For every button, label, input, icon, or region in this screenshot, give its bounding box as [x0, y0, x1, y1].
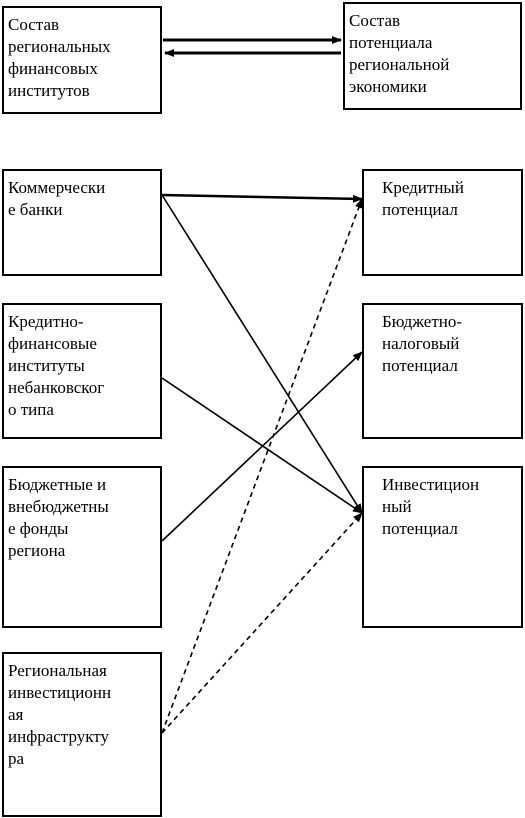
connector-funds-to-budget	[161, 351, 363, 542]
connector-nonbank-to-invest	[161, 377, 363, 514]
box-investment-infrastructure: Региональная инвестиционн ая инфраструкт…	[2, 652, 162, 817]
box-investment-potential: Инвестицион ный потенциал	[362, 466, 523, 628]
header-box-institutions: Состав региональных финансовых институто…	[2, 6, 162, 114]
header-box-potential: Состав потенциала региональной экономики	[343, 2, 522, 110]
connector-infra-to-invest	[161, 512, 363, 734]
connector-infra-to-credit	[161, 198, 363, 734]
connector-banks-to-invest	[161, 194, 363, 514]
connections-layer	[161, 193, 363, 734]
box-credit-potential: Кредитный потенциал	[362, 169, 523, 276]
box-commercial-banks: Коммерчески е банки	[2, 169, 162, 276]
connector-banks-to-credit	[161, 193, 363, 203]
box-budget-tax-potential: Бюджетно- налоговый потенциал	[362, 303, 523, 439]
box-nonbank-institutions: Кредитно- финансовые институты небанковс…	[2, 303, 162, 439]
box-budget-funds: Бюджетные и внебюджетны е фонды региона	[2, 466, 162, 628]
